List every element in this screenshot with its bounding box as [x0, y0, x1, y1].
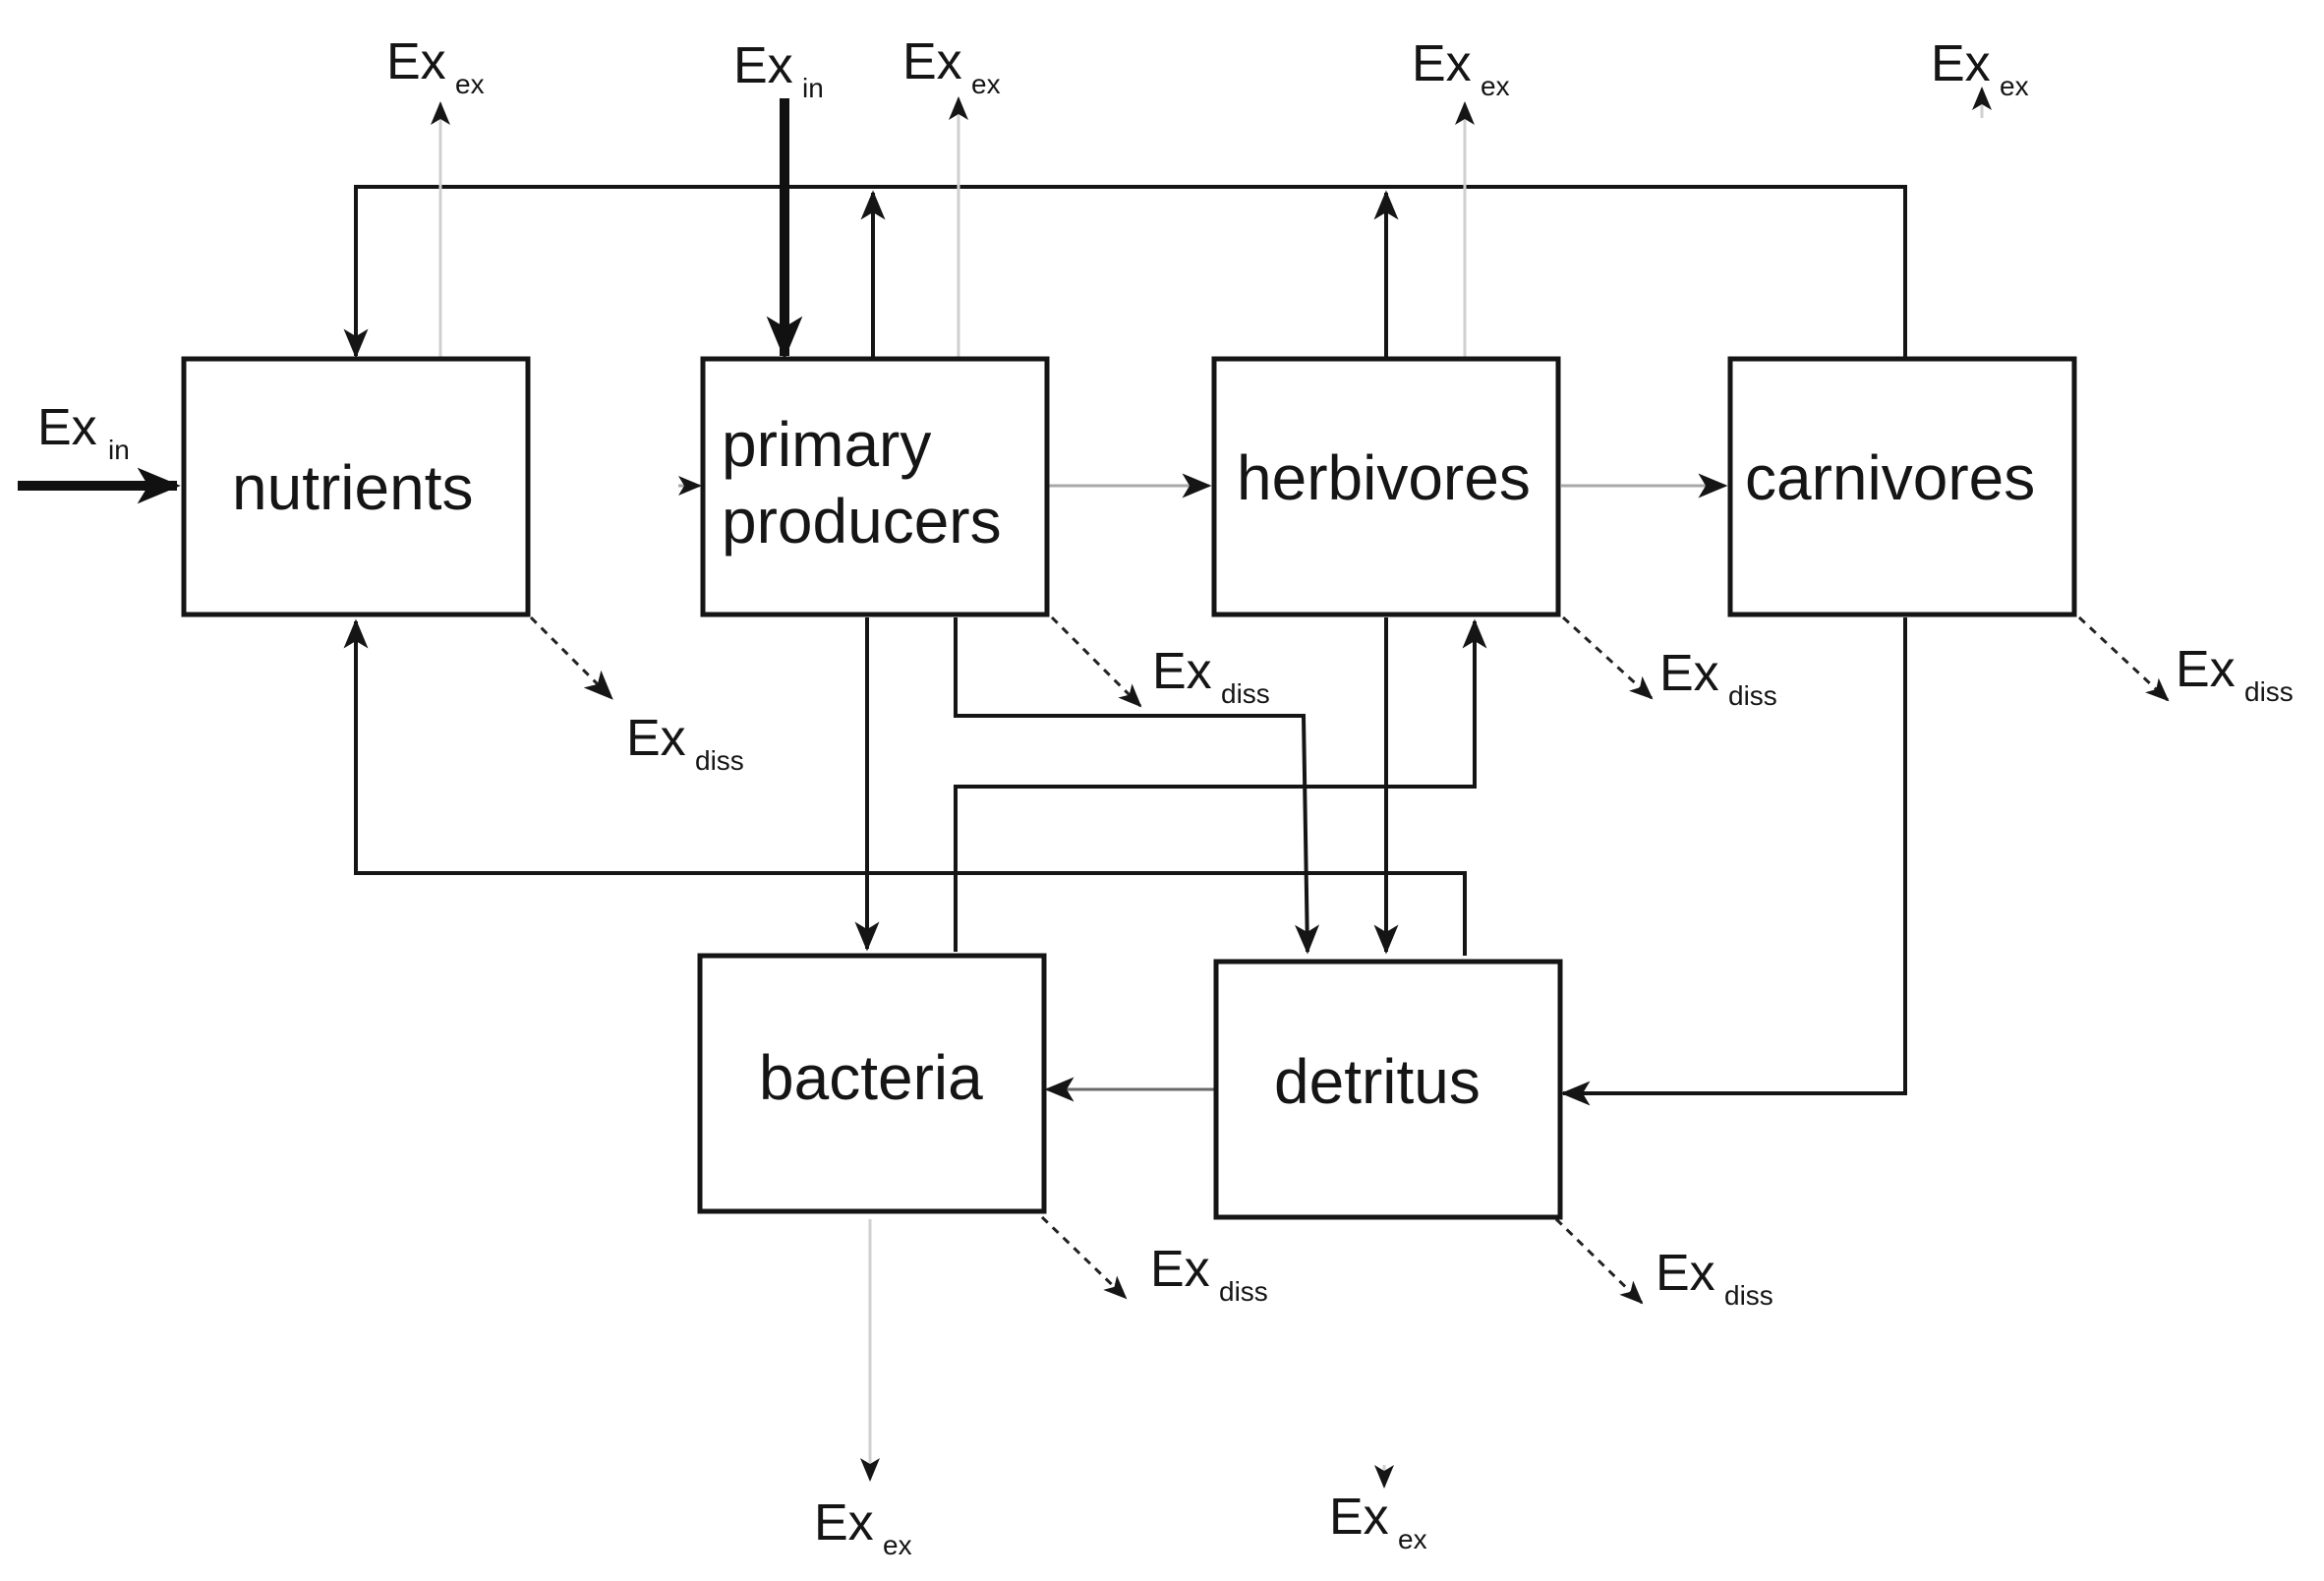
flow-bacteria-to-herbivores: [954, 618, 1487, 952]
ex-diss-herbivores: Ex diss: [1659, 645, 1777, 711]
box-bacteria: bacteria: [697, 953, 1047, 1214]
svg-text:diss: diss: [695, 745, 744, 776]
ex-input-nutrients: Ex in: [37, 399, 130, 465]
svg-text:Ex: Ex: [1659, 645, 1719, 702]
label-nutrients: nutrients: [232, 452, 473, 523]
svg-text:Ex: Ex: [902, 33, 962, 90]
label-primary-producers-line2: producers: [722, 486, 1002, 556]
ex-diss-carnivores: Ex diss: [2176, 641, 2294, 707]
ex-diss-detritus: Ex diss: [1656, 1245, 1773, 1311]
flow-producers-to-detritus: [954, 617, 1320, 955]
ex-export-carnivores: Ex ex: [1931, 35, 2029, 101]
svg-text:ex: ex: [455, 69, 485, 99]
flow-detritus-to-nutrients: [343, 618, 1467, 956]
label-primary-producers-line1: primary: [722, 409, 931, 480]
svg-text:Ex: Ex: [1412, 35, 1472, 92]
svg-text:diss: diss: [1219, 1276, 1268, 1307]
svg-text:Ex: Ex: [1931, 35, 1991, 92]
svg-text:Ex: Ex: [814, 1494, 874, 1552]
svg-text:ex: ex: [2000, 71, 2029, 101]
box-carnivores: carnivores: [1727, 356, 2077, 617]
svg-text:ex: ex: [1398, 1524, 1427, 1554]
svg-text:diss: diss: [1221, 678, 1270, 709]
ex-diss-nutrients: Ex diss: [626, 710, 744, 776]
flow-carnivores-to-detritus: [1560, 617, 1907, 1106]
svg-text:diss: diss: [1724, 1280, 1773, 1311]
svg-text:ex: ex: [971, 69, 1001, 99]
flow-diss-carnivores: [2077, 615, 2170, 702]
svg-text:ex: ex: [883, 1530, 912, 1560]
svg-text:in: in: [802, 73, 824, 103]
ex-diss-producers: Ex diss: [1152, 643, 1270, 709]
ex-export-bacteria: Ex ex: [814, 1494, 912, 1560]
flow-diss-bacteria: [1040, 1215, 1128, 1300]
ex-export-herbivores: Ex ex: [1412, 35, 1510, 101]
label-bacteria: bacteria: [759, 1042, 983, 1113]
ex-input-producers: Ex in: [733, 37, 824, 103]
ex-export-producers: Ex ex: [902, 33, 1001, 99]
flow-diss-herbivores: [1561, 615, 1654, 700]
flow-diss-detritus: [1554, 1217, 1644, 1305]
svg-text:Ex: Ex: [733, 37, 793, 94]
svg-text:Ex: Ex: [1150, 1241, 1210, 1298]
ex-export-nutrients: Ex ex: [386, 33, 485, 99]
svg-text:Ex: Ex: [2176, 641, 2236, 698]
svg-text:diss: diss: [2244, 676, 2294, 707]
label-carnivores: carnivores: [1745, 442, 2035, 513]
flow-diss-producers: [1050, 615, 1142, 708]
box-detritus: detritus: [1213, 959, 1563, 1220]
svg-text:diss: diss: [1728, 680, 1777, 711]
ex-diss-bacteria: Ex diss: [1150, 1241, 1268, 1307]
svg-text:Ex: Ex: [1329, 1489, 1389, 1546]
svg-text:Ex: Ex: [37, 399, 97, 456]
flow-lines: [18, 87, 2170, 1489]
flow-diss-nutrients: [529, 615, 613, 700]
svg-text:Ex: Ex: [1656, 1245, 1715, 1302]
svg-text:Ex: Ex: [626, 710, 686, 767]
ex-export-detritus: Ex ex: [1329, 1489, 1427, 1554]
svg-text:Ex: Ex: [386, 33, 446, 90]
box-primary-producers: primary producers: [700, 356, 1050, 617]
svg-text:ex: ex: [1481, 71, 1510, 101]
label-detritus: detritus: [1274, 1046, 1481, 1117]
svg-text:Ex: Ex: [1152, 643, 1212, 700]
svg-text:in: in: [108, 435, 130, 465]
box-nutrients: nutrients: [181, 356, 531, 617]
box-herbivores: herbivores: [1211, 356, 1561, 617]
label-herbivores: herbivores: [1237, 442, 1531, 513]
exergy-labels: Ex in Ex in Ex ex Ex ex Ex ex Ex ex Ex d…: [37, 33, 2294, 1560]
flow-top-loop-to-nutrients: [343, 185, 1907, 359]
